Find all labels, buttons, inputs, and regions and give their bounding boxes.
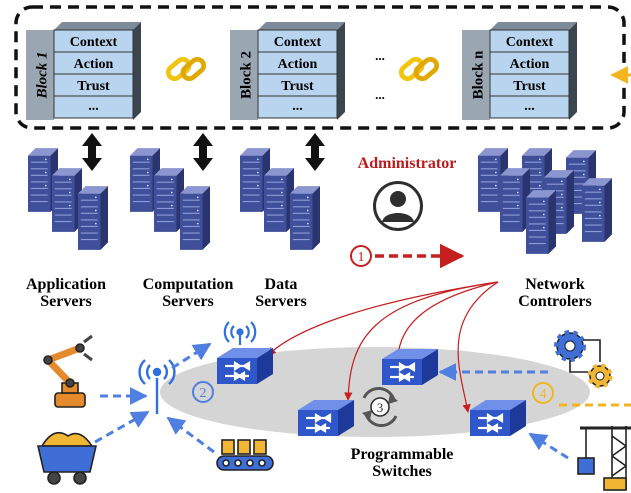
mine-cart-icon xyxy=(36,431,98,485)
block-1-field-action: Action xyxy=(74,57,114,72)
step-1-badge xyxy=(350,245,372,267)
switch-icon xyxy=(298,398,354,438)
block-2-field-more: ... xyxy=(292,99,303,114)
gears-icon xyxy=(554,330,613,389)
block-n: Block n Context Action Trust ... xyxy=(462,22,577,120)
wifi-tower-icon xyxy=(138,359,176,414)
step-3-label: 3 xyxy=(377,400,384,415)
switch-icon xyxy=(470,398,526,438)
step-3-badge xyxy=(370,397,390,417)
data-servers-label-line2: Servers xyxy=(255,293,307,310)
block-1-field-context: Context xyxy=(70,35,118,50)
block-1-label: Block 1 xyxy=(34,51,50,99)
network-controllers-label-line2: Controlers xyxy=(518,293,592,310)
computation-servers-label-line1: Computation xyxy=(142,276,234,293)
step-4-badge xyxy=(532,382,554,404)
block-2-field-action: Action xyxy=(278,57,318,72)
application-servers-label-line2: Servers xyxy=(40,293,92,310)
switch-icon xyxy=(217,346,273,386)
link-icon xyxy=(399,57,439,82)
programmable-switches-label-line2: Switches xyxy=(372,463,432,480)
data-servers-label-line1: Data xyxy=(264,276,298,293)
ellipsis-bottom: ... xyxy=(375,87,385,102)
block-n-field-action: Action xyxy=(510,57,550,72)
network-controllers-label-line1: Network xyxy=(525,276,585,293)
switch-icon xyxy=(382,347,438,387)
block-2: Block 2 Context Action Trust ... xyxy=(230,22,345,120)
link-icon xyxy=(166,57,206,82)
step-2-badge xyxy=(192,381,214,403)
ellipsis-top: ... xyxy=(375,48,385,63)
computation-servers-label: Computation Servers xyxy=(128,276,248,310)
application-servers-label-line1: Application xyxy=(25,276,106,293)
block-2-field-context: Context xyxy=(274,35,322,50)
network-controllers-icon xyxy=(478,148,612,254)
administrator-label: Administrator xyxy=(358,155,457,172)
double-arrow-icon xyxy=(305,133,325,171)
person-icon xyxy=(373,181,423,231)
block-n-field-trust: Trust xyxy=(513,79,546,94)
network-controllers-label: Network Controlers xyxy=(502,276,608,310)
block-n-label: Block n xyxy=(470,50,486,99)
computation-servers-label-line2: Servers xyxy=(162,293,214,310)
conveyor-icon xyxy=(216,439,274,471)
block-2-label: Block 2 xyxy=(238,51,254,99)
step-4-label: 4 xyxy=(540,387,547,402)
double-arrow-icon xyxy=(82,133,102,171)
step-2-label: 2 xyxy=(200,386,207,401)
double-arrow-icon xyxy=(193,133,213,171)
data-servers-label: Data Servers xyxy=(246,276,316,310)
crane-icon xyxy=(577,426,631,491)
step-1-label: 1 xyxy=(358,250,365,265)
block-n-field-context: Context xyxy=(506,35,554,50)
rotate-icon xyxy=(362,387,398,427)
programmable-switches-label-line1: Programmable xyxy=(350,446,454,463)
blockchain-container xyxy=(14,5,626,130)
data-servers-icon xyxy=(240,148,320,250)
block-1-field-more: ... xyxy=(88,99,99,114)
programmable-switches-label: Programmable Switches xyxy=(336,446,468,480)
block-n-field-more: ... xyxy=(524,99,535,114)
robot-arm-icon xyxy=(43,334,93,408)
application-servers-label: Application Servers xyxy=(10,276,122,310)
block-1-field-trust: Trust xyxy=(77,79,110,94)
wifi-icon xyxy=(223,321,257,345)
block-2-field-trust: Trust xyxy=(281,79,314,94)
block-1: Block 1 Context Action Trust ... xyxy=(26,22,141,120)
